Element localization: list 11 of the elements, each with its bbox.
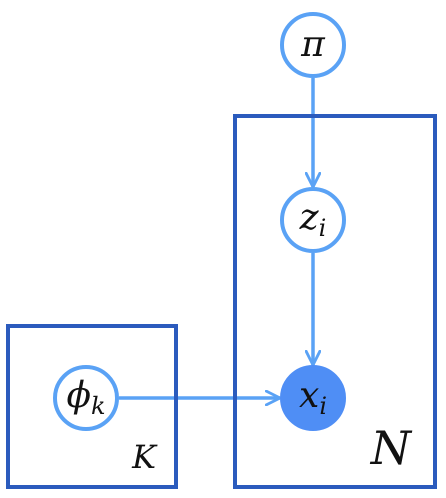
arrow [304,253,322,366]
plate-box [6,324,178,489]
plate-label: N [370,425,411,471]
plate-box [233,114,437,489]
variable-label: z$_{i}$ [300,200,326,240]
arrow [119,390,282,406]
plate-label: K [132,441,156,473]
arrow [304,78,322,188]
variable-label: π [301,27,325,63]
variable-label: x$_{i}$ [299,378,327,418]
variable-label: ϕ$_{k}$ [66,378,106,418]
